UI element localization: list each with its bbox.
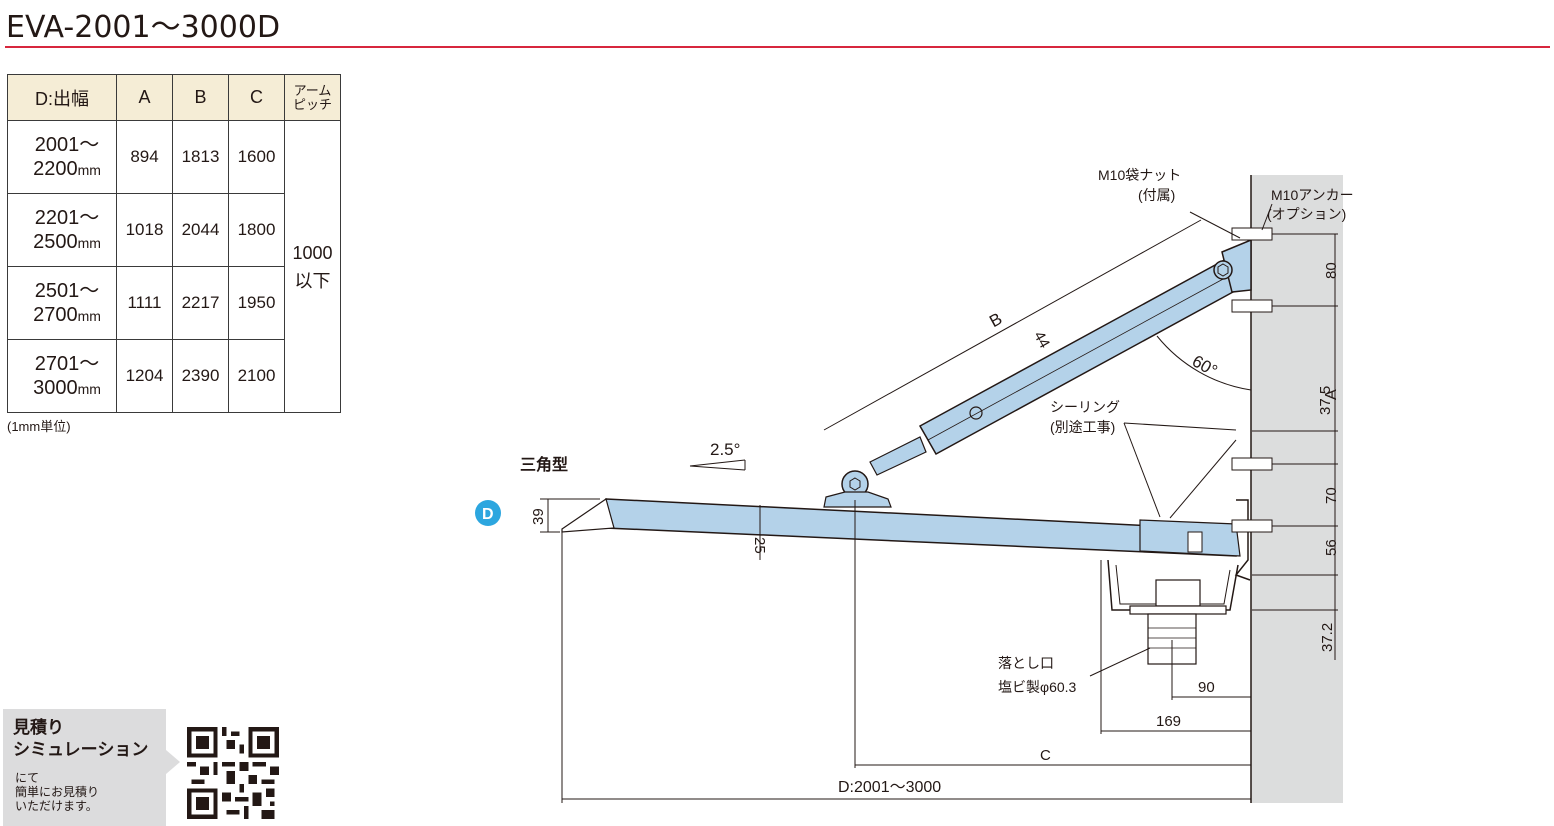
title-divider (5, 46, 1550, 48)
unit: mm (77, 161, 101, 178)
dim-44-label: 44 (1030, 328, 1053, 351)
range-bottom: 2700 (33, 303, 78, 326)
promo-arrow-icon (166, 750, 180, 774)
angle-label: 60° (1189, 351, 1221, 380)
range-cell: 2201～2500mm (7, 193, 117, 267)
badge-letter: D (482, 506, 494, 523)
promo-subtext: にて簡単にお見積りいただけます。 (15, 771, 99, 813)
dim-b-label: B (986, 309, 1005, 331)
drain-label-2: 塩ビ製φ60.3 (998, 679, 1077, 695)
value-a: 1204 (116, 339, 173, 413)
anchor-label-2: (オプション) (1267, 206, 1346, 222)
promo-sub-3: いただけます。 (15, 799, 98, 813)
table-row: 2701～3000mm 1204 2390 2100 (7, 339, 341, 413)
range-top: 2701～ (34, 352, 100, 375)
value-b: 1813 (172, 120, 229, 194)
table-row: 2501～2700mm 1111 2217 1950 (7, 266, 341, 340)
slope-label: 2.5° (710, 440, 740, 459)
header-pitch: アーム ピッチ (284, 74, 341, 121)
anchor-bolts (1231, 227, 1300, 533)
value-b: 2390 (172, 339, 229, 413)
nut-label-2: (付属) (1138, 187, 1175, 203)
spec-table-header: D:出幅 A B C アーム ピッチ (7, 74, 341, 121)
promo-sub-1: にて (15, 771, 40, 785)
dim-37-2-label: 37.2 (1319, 623, 1336, 652)
seal-label-2: (別途工事) (1050, 419, 1115, 435)
range-top: 2001～ (34, 133, 100, 156)
main-beam (561, 498, 1241, 557)
value-c: 1800 (228, 193, 285, 267)
estimate-promo[interactable]: 見積りシミュレーション にて簡単にお見積りいただけます。 (3, 709, 166, 826)
pitch-cell: 1000 以下 (284, 120, 341, 413)
dim-169-label: 169 (1156, 713, 1181, 730)
header-b: B (172, 74, 229, 121)
range-cell: 2501～2700mm (7, 266, 117, 340)
promo-title-1: 見積り (13, 718, 64, 737)
dim-b-line (823, 219, 1202, 431)
promo-title-2: シミュレーション (13, 740, 149, 759)
unit-note: (1mm単位) (7, 419, 71, 434)
value-c: 1950 (228, 266, 285, 340)
dim-d-label: D:2001～3000 (838, 779, 941, 796)
spec-table: D:出幅 A B C アーム ピッチ 2001～2200mm 894 1813 … (7, 74, 341, 413)
dim-25-label: 25 (751, 537, 768, 554)
page-title: EVA-2001～3000D (6, 10, 281, 45)
value-c: 1600 (228, 120, 285, 194)
promo-sub-2: 簡単にお見積り (15, 785, 100, 799)
unit: mm (77, 380, 101, 397)
range-bottom: 3000 (33, 376, 78, 399)
value-c: 2100 (228, 339, 285, 413)
header-c: C (228, 74, 285, 121)
dim-90-label: 90 (1198, 679, 1215, 696)
dim-c-label: C (1040, 747, 1051, 764)
qr-code-icon[interactable] (187, 727, 279, 819)
badge-circle (475, 500, 501, 526)
dim-a-label: A (1323, 389, 1340, 400)
dim-39-label: 39 (530, 508, 547, 525)
range-top: 2501～ (34, 279, 100, 302)
range-bottom: 2500 (33, 230, 78, 253)
range-cell: 2701～3000mm (7, 339, 117, 413)
pitch-value: 1000 (292, 242, 333, 263)
promo-title: 見積りシミュレーション (13, 717, 148, 761)
header-a: A (116, 74, 173, 121)
header-d: D:出幅 (7, 74, 117, 121)
type-label: 三角型 (520, 455, 568, 474)
dim-56-label: 56 (1323, 539, 1340, 556)
dim-70-label: 70 (1323, 487, 1340, 504)
drain-label-1: 落とし口 (998, 655, 1054, 671)
wall (1251, 175, 1343, 803)
range-bottom: 2200 (33, 157, 78, 180)
unit: mm (77, 234, 101, 251)
dimension-lines (540, 203, 1338, 803)
anchor-label-1: M10アンカー (1271, 187, 1354, 203)
nut-label-1: M10袋ナット (1098, 167, 1181, 183)
dim-80-label: 80 (1323, 262, 1340, 279)
value-b: 2044 (172, 193, 229, 267)
pitch-suffix: 以下 (294, 270, 331, 291)
seal-label-1: シーリング (1050, 399, 1120, 415)
unit: mm (77, 307, 101, 324)
dim-37-5-label: 37.5 (1317, 386, 1334, 415)
table-row: 2201～2500mm 1018 2044 1800 (7, 193, 341, 267)
value-b: 2217 (172, 266, 229, 340)
support-arm (823, 238, 1252, 508)
range-top: 2201～ (34, 206, 100, 229)
